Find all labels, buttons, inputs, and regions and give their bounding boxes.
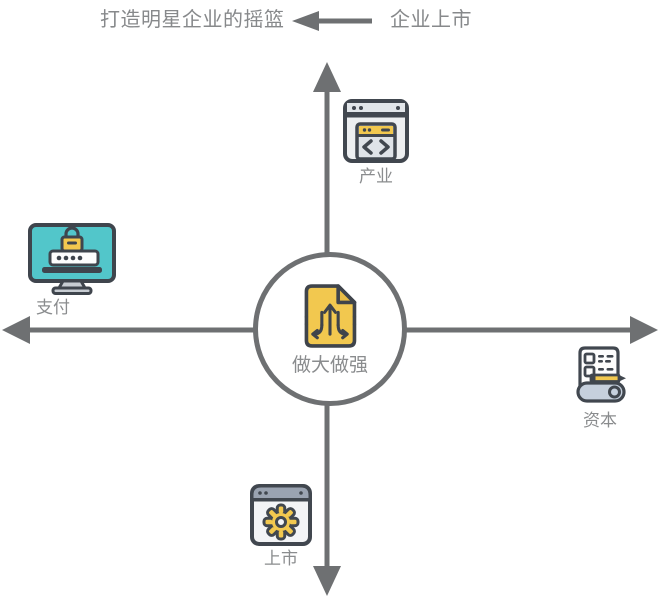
secure-payment-monitor-icon bbox=[28, 223, 116, 295]
left-arrow-icon bbox=[292, 11, 372, 31]
up-arrowhead-icon bbox=[313, 62, 341, 92]
node-capital: 资本 bbox=[571, 345, 629, 431]
browser-code-icon bbox=[343, 99, 409, 163]
center-node-label: 做大做强 bbox=[291, 354, 368, 376]
right-arrowhead-icon bbox=[630, 316, 658, 344]
left-arrowhead-icon bbox=[2, 316, 30, 344]
down-arrowhead-icon bbox=[313, 566, 341, 596]
node-payment-label: 支付 bbox=[36, 298, 70, 317]
node-listing: 上市 bbox=[250, 484, 312, 569]
contract-scroll-pencil-icon bbox=[576, 346, 626, 403]
center-node: 做大做强 bbox=[253, 252, 407, 406]
browser-gear-icon bbox=[250, 484, 312, 546]
banner-destination-label: 打造明星企业的摇篮 bbox=[100, 9, 285, 31]
node-industry-label: 产业 bbox=[359, 167, 393, 186]
growth-document-icon bbox=[304, 283, 357, 348]
banner-source-label: 企业上市 bbox=[390, 9, 472, 31]
node-payment: 支付 bbox=[28, 223, 116, 318]
node-capital-label: 资本 bbox=[583, 411, 617, 430]
node-listing-label: 上市 bbox=[264, 549, 298, 568]
node-industry: 产业 bbox=[343, 99, 409, 187]
